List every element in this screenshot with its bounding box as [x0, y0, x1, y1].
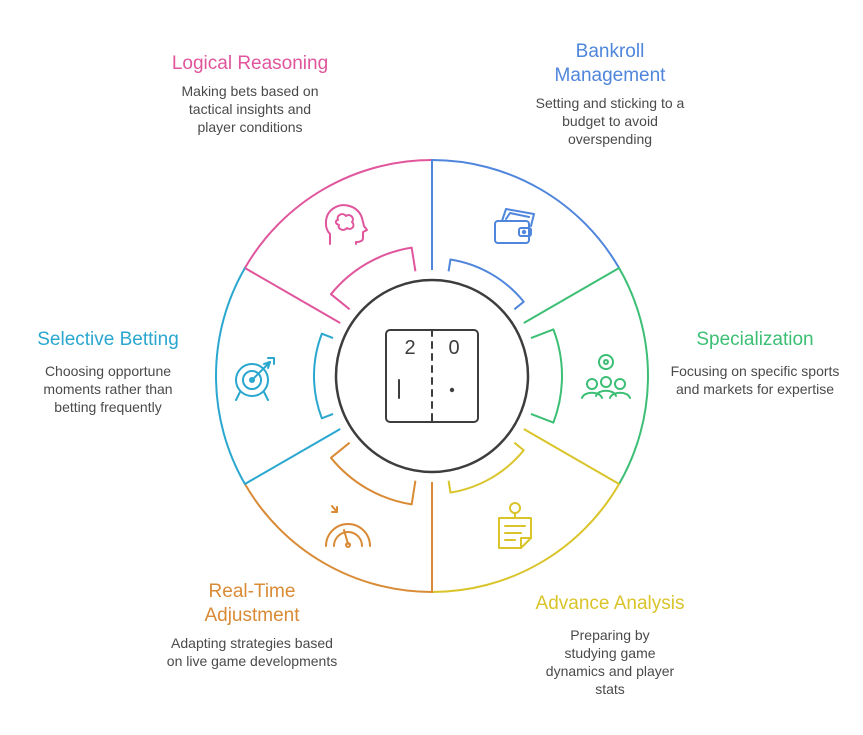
inner-band-realtime	[329, 456, 413, 506]
band-edge-specialization	[530, 328, 554, 339]
section-title: Logical Reasoning	[171, 53, 329, 74]
section-title: Real-Time Adjustment	[204, 581, 300, 626]
score-left: 2	[404, 337, 415, 359]
wallet-icon	[494, 208, 535, 244]
section-real-time-adjustment: Real-Time Adjustment Adapting strategies…	[165, 580, 339, 670]
band-edge-logical	[410, 247, 417, 272]
gauge-icon	[325, 505, 371, 548]
spoke-inner-logical	[303, 301, 341, 324]
outer-ring-specialization	[618, 267, 649, 485]
section-description: Choosing opportune moments rather than b…	[43, 363, 173, 415]
section-bankroll-management: Bankroll Management Setting and sticking…	[520, 40, 700, 148]
spoke-specialization	[559, 267, 620, 303]
spoke-inner-specialization	[523, 301, 561, 324]
outer-ring-analysis	[431, 483, 621, 593]
center-circle	[334, 278, 530, 474]
section-description: Setting and sticking to a budget to avoi…	[535, 95, 685, 147]
outer-ring-selective	[215, 267, 246, 485]
spoke-logical	[244, 267, 305, 303]
band-edge-analysis	[447, 480, 452, 493]
inner-band-analysis	[449, 449, 525, 494]
spoke-inner-analysis	[523, 428, 561, 451]
section-advance-analysis: Advance Analysis Preparing by studying g…	[515, 592, 705, 698]
inner-band-specialization	[552, 328, 563, 424]
pong-scoreboard-icon	[385, 329, 479, 423]
band-edge-bankroll	[447, 259, 452, 272]
spoke-analysis	[559, 449, 620, 485]
section-specialization: Specialization Focusing on specific spor…	[665, 328, 845, 398]
brain-head-icon	[324, 204, 368, 245]
section-logical-reasoning: Logical Reasoning Making bets based on t…	[140, 52, 360, 136]
section-title: Bankroll Management	[554, 41, 666, 86]
band-edge-bankroll	[513, 300, 525, 311]
band-edge-selective	[321, 413, 334, 420]
notes-icon	[498, 502, 532, 549]
section-description: Making bets based on tactical insights a…	[181, 83, 319, 135]
outer-ring-bankroll	[431, 159, 621, 269]
inner-band-bankroll	[449, 258, 525, 303]
score-right: 0	[448, 337, 459, 359]
band-edge-specialization	[530, 413, 554, 424]
section-description: Preparing by studying game dynamics and …	[545, 627, 675, 697]
section-description: Focusing on specific sports and markets …	[670, 363, 840, 397]
section-description: Adapting strategies based on live game d…	[166, 635, 338, 669]
band-edge-realtime	[330, 441, 351, 459]
section-title: Selective Betting	[37, 329, 179, 350]
outer-ring-realtime	[243, 483, 433, 593]
outer-ring-logical	[243, 159, 433, 269]
section-selective-betting: Selective Betting Choosing opportune mom…	[18, 328, 198, 416]
inner-band-logical	[329, 246, 413, 296]
spoke-selective	[244, 449, 305, 485]
target-icon	[235, 357, 275, 401]
band-edge-analysis	[513, 441, 525, 452]
section-title: Advance Analysis	[535, 593, 685, 614]
band-edge-realtime	[410, 480, 417, 505]
band-edge-logical	[330, 293, 351, 311]
band-edge-selective	[321, 332, 334, 339]
section-title: Specialization	[696, 329, 814, 350]
spoke-inner-selective	[303, 428, 341, 451]
team-ball-icon	[581, 354, 631, 399]
inner-band-selective	[313, 332, 323, 420]
